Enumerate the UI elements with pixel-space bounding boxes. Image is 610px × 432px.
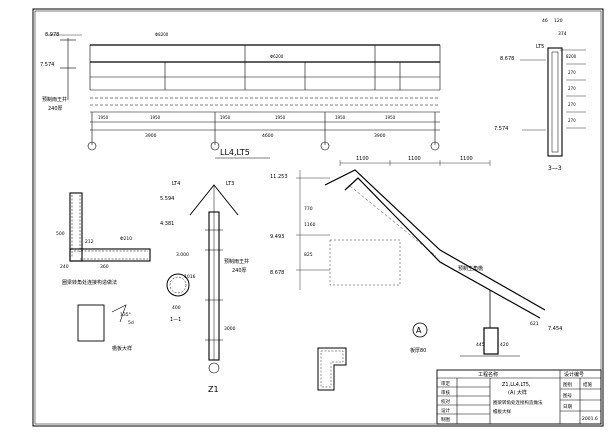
sheet-inner-border <box>34 10 602 425</box>
corner-dim-500: 500 <box>56 231 65 237</box>
title-content-3: 圈梁转角处连接构造做法 <box>493 399 543 406</box>
corner-dim-240: 240 <box>60 264 69 270</box>
section-3-3: 3—3 <box>548 165 562 172</box>
dim-3000: 3000 <box>224 326 236 332</box>
detail-a-note: 板厚80 <box>410 347 426 354</box>
corner-detail-title: 圈梁转角处连接构造做法 <box>62 279 117 286</box>
title-sign-row-5: 制图 <box>441 416 450 423</box>
level-3000: 3.000 <box>176 252 189 258</box>
lt5-dim-270d: 270 <box>568 118 576 123</box>
ll4-lt5-elevation <box>48 34 441 145</box>
level-8978: 8.978 <box>45 32 59 38</box>
sheet-border <box>32 8 604 427</box>
title-sign-row-3: 校对 <box>441 398 450 405</box>
level-9493: 9.493 <box>270 234 284 240</box>
corner-detail <box>69 192 151 262</box>
dim-bottom-2: 4600 <box>262 133 274 139</box>
title-content-1: Z1,LL4,LT5, <box>502 382 531 388</box>
dim-top-4: 1950 <box>275 115 286 120</box>
level-7454: 7.454 <box>548 326 562 332</box>
level-8678-mid: 8.678 <box>270 270 284 276</box>
title-date-value: 2001.6 <box>582 416 598 422</box>
title-sheet-value: 结施 <box>583 381 592 388</box>
precast-edge-label: 预制王角檐 <box>458 265 483 272</box>
eave-detail-title: 檐板大样 <box>112 345 132 352</box>
corner-dim-360: 360 <box>100 264 109 270</box>
small-section <box>317 347 347 391</box>
lt5-top-dim2: 120 <box>554 18 563 24</box>
lt5-dim-270c: 270 <box>568 102 576 107</box>
title-project-name: 工程名称 <box>478 371 498 378</box>
dim-825: 825 <box>304 252 313 258</box>
title-sign-row-2: 审核 <box>441 389 450 396</box>
view-title-ll4-lt5: LL4,LT5 <box>220 148 250 157</box>
level-7574-left: 7.574 <box>40 62 54 68</box>
dim-420: 420 <box>500 342 509 348</box>
title-sheet-label: 图别 <box>563 381 572 388</box>
lt5-dim-8200: 8200 <box>566 54 577 59</box>
dim-445: 445 <box>476 342 485 348</box>
dim-400: 400 <box>172 305 181 311</box>
level-8678-right: 8.678 <box>500 56 514 62</box>
title-sign-row-1: 审定 <box>441 380 450 387</box>
dim-top-3: 1950 <box>220 115 231 120</box>
eave-dim-5d: 5d <box>128 320 134 326</box>
dim-bottom-1: 3900 <box>145 133 157 139</box>
level-7574-right: 7.574 <box>494 126 508 132</box>
dim-1100-c: 1100 <box>460 156 473 162</box>
lt4-label: LT4 <box>172 181 180 187</box>
dim-621: 621 <box>530 321 539 327</box>
section-1-1: 1—1 <box>170 317 181 323</box>
title-content-2: (A) 大样 <box>508 389 527 396</box>
title-sign-row-4: 设计 <box>441 407 450 414</box>
corner-dim-212: 212 <box>85 239 94 245</box>
lt5-label: LT5 <box>536 44 544 50</box>
circle-a: A <box>416 326 422 335</box>
title-content-4: 檐板大样 <box>493 408 511 415</box>
dim-top-6: 1950 <box>385 115 396 120</box>
thickness-240-z1: 240厚 <box>232 268 247 274</box>
rebar-6200-a: Φ6200 <box>270 54 284 59</box>
precast-lintel-z1: 预制雨王井 <box>224 258 249 265</box>
level-11253: 11.253 <box>270 174 288 180</box>
dim-1160: 1160 <box>304 222 316 228</box>
dim-top-2: 1950 <box>150 115 161 120</box>
title-number-label: 图号 <box>563 393 572 399</box>
lt3-label: LT3 <box>226 181 234 187</box>
level-5594: 5.594 <box>160 196 174 202</box>
eave-dim-135: 135° <box>120 312 131 318</box>
corner-rebar-210: Φ210 <box>120 236 132 242</box>
precast-lintel-label: 预制雨王井 <box>42 96 67 103</box>
rebar-8200-a: Φ8200 <box>155 32 169 37</box>
lt5-section <box>520 47 586 157</box>
lt5-top-dim: 46 <box>542 18 548 24</box>
lt5-dim-374: 374 <box>558 31 567 37</box>
z1-title: Z1 <box>208 385 219 394</box>
eave-detail <box>77 304 127 342</box>
dim-top-5: 1950 <box>335 115 346 120</box>
level-4381: 4.381 <box>160 221 174 227</box>
dim-1100-a: 1100 <box>356 156 369 162</box>
lt5-dim-270b: 270 <box>568 86 576 91</box>
title-drawing-no-label: 设计编号 <box>564 371 584 378</box>
z1-column <box>189 184 239 361</box>
thickness-240-left: 240厚 <box>48 106 63 112</box>
dim-1100-b: 1100 <box>408 156 421 162</box>
title-block <box>436 369 602 425</box>
dim-1016: 1016 <box>184 274 196 280</box>
dim-top-1: 1950 <box>98 115 109 120</box>
roof-section <box>296 160 546 357</box>
title-date-label: 日期 <box>563 404 572 410</box>
lt5-dim-270a: 270 <box>568 70 576 75</box>
dim-770: 770 <box>304 206 313 212</box>
dim-bottom-3: 3900 <box>374 133 386 139</box>
